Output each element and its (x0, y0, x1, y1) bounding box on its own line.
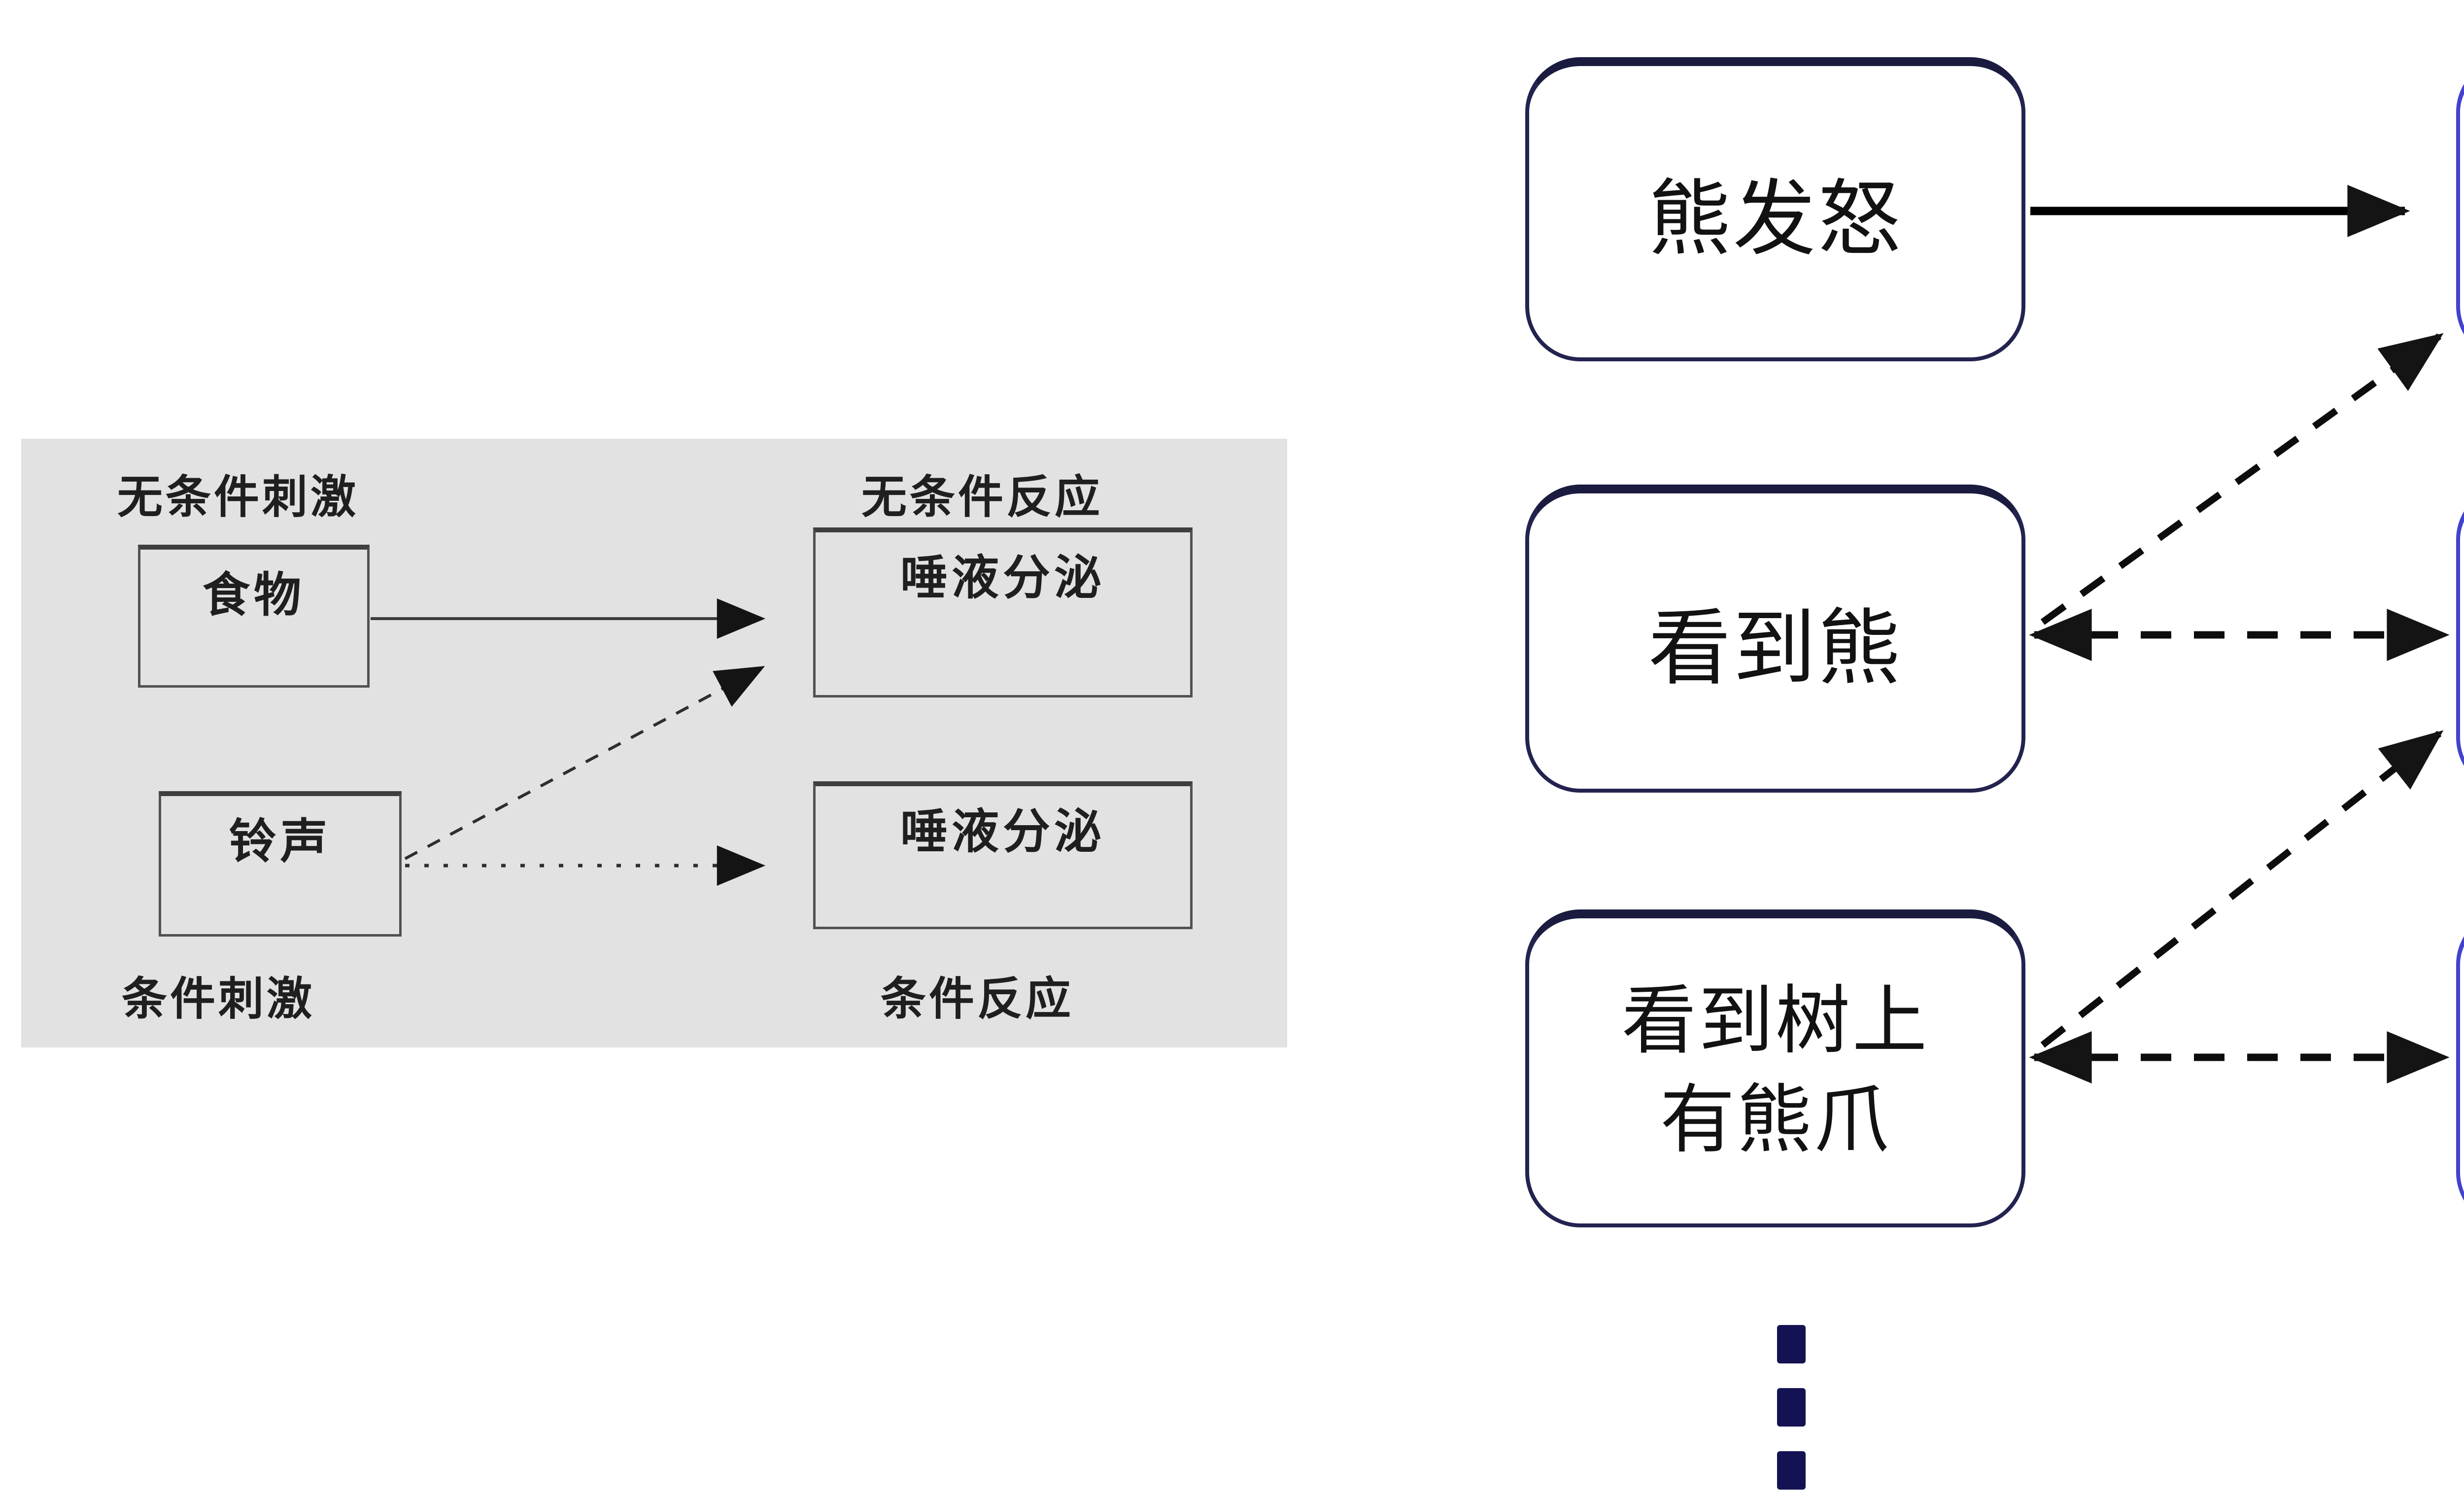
box-bell-label: 铃声 (229, 815, 332, 868)
label-conditioned-stimulus: 条件刺激 (121, 974, 315, 1024)
box-food-label: 食物 (203, 569, 305, 622)
box-saliva-bottom-label: 唾液分泌 (900, 805, 1105, 858)
box-saliva-bottom: 唾液分泌 (813, 781, 1193, 929)
box-saliva-top: 唾液分泌 (813, 527, 1193, 697)
box-see-claw-marks: 看到树上 有熊爪 (1525, 909, 2025, 1227)
ellipsis-states (1777, 1325, 1806, 1490)
label-unconditioned-response: 无条件反应 (861, 472, 1103, 523)
box-bear-angry: 熊发怒 (1525, 57, 2025, 361)
box-food: 食物 (138, 545, 370, 688)
box-see-claw-marks-line1: 看到树上 (1621, 979, 1929, 1063)
label-conditioned-response: 条件反应 (880, 974, 1074, 1024)
label-unconditioned-stimulus: 无条件刺激 (117, 472, 359, 523)
arrow-see-bear-to-reward-dashed (2040, 333, 2444, 625)
box-bear-angry-label: 熊发怒 (1648, 174, 1903, 266)
box-see-bear-label: 看到熊 (1648, 603, 1903, 695)
box-bell: 铃声 (159, 791, 402, 937)
box-see-claw-marks-line2: 有熊爪 (1660, 1079, 1891, 1162)
arrow-claws-to-value-next-dashed (2040, 730, 2444, 1048)
box-saliva-top-label: 唾液分泌 (900, 552, 1105, 604)
conditioning-panel: 无条件刺激 无条件反应 食物 唾液分泌 铃声 唾液分泌 条件刺激 条件反应 (21, 439, 1287, 1047)
box-see-bear: 看到熊 (1525, 485, 2025, 793)
arrow-bell-to-saliva-top-dashed (404, 666, 765, 860)
